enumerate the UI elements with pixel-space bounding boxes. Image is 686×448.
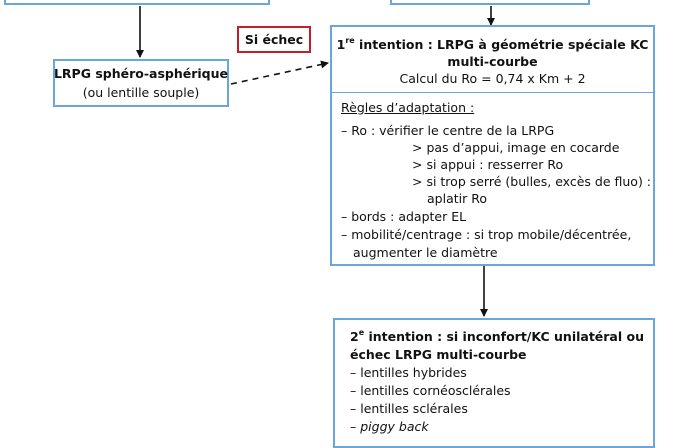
first-rule-line: > si appui : resserrer Ro	[412, 157, 564, 172]
si-echec-label: Si échec	[237, 26, 311, 53]
second-item: – lentilles sclérales	[350, 401, 468, 416]
first-rule-line: > pas d’appui, image en cocarde	[412, 140, 620, 155]
piggy-dash: –	[350, 419, 361, 434]
top-right-box	[390, 0, 590, 5]
second-title-b: échec LRPG multi-courbe	[350, 347, 527, 362]
first-rank-sup: re	[345, 36, 355, 45]
first-intention-title: 1re intention : LRPG à géométrie spécial…	[330, 36, 655, 54]
piggy-back-text: piggy back	[360, 419, 429, 434]
second-rank: 2	[350, 329, 359, 344]
first-rank: 1	[336, 37, 346, 52]
first-rule-line: – Ro : vérifier le centre de la LRPG	[341, 123, 555, 138]
second-title-a: intention : si inconfort/KC unilatéral o…	[364, 329, 644, 344]
second-rank-sup: e	[358, 328, 365, 337]
first-rule-line: – mobilité/centrage : si trop mobile/déc…	[341, 227, 632, 242]
first-rule-line: augmenter le diamètre	[353, 245, 498, 260]
spherical-line-1: LRPG sphéro-asphérique	[53, 66, 229, 81]
first-rule-line: > si trop serré (bulles, excès de fluo) …	[412, 174, 652, 189]
first-title-b: multi-courbe	[447, 54, 538, 69]
first-formula: Calcul du Ro = 0,74 x Km + 2	[399, 71, 586, 86]
connectors	[136, 6, 495, 317]
second-intention-box	[333, 318, 655, 448]
first-rule-line: – bords : adapter EL	[341, 209, 467, 224]
first-title-a: intention : LRPG à géométrie spéciale KC	[354, 37, 649, 52]
top-left-box	[4, 0, 270, 5]
spherical-lens-box	[53, 59, 229, 107]
dashed-arrow-spherical-to-first	[230, 60, 329, 85]
second-intention-title: 2e intention : si inconfort/KC unilatéra…	[350, 328, 644, 346]
second-item: – lentilles cornéosclérales	[350, 383, 511, 398]
second-item-piggy: – piggy back	[350, 418, 429, 436]
first-rules-title: Règles d’adaptation :	[341, 100, 475, 115]
second-item: – lentilles hybrides	[350, 365, 467, 380]
first-divider	[332, 92, 653, 93]
spherical-line-2: (ou lentille souple)	[82, 85, 200, 100]
first-rule-line: aplatir Ro	[427, 191, 487, 206]
first-intention-box	[330, 25, 655, 266]
